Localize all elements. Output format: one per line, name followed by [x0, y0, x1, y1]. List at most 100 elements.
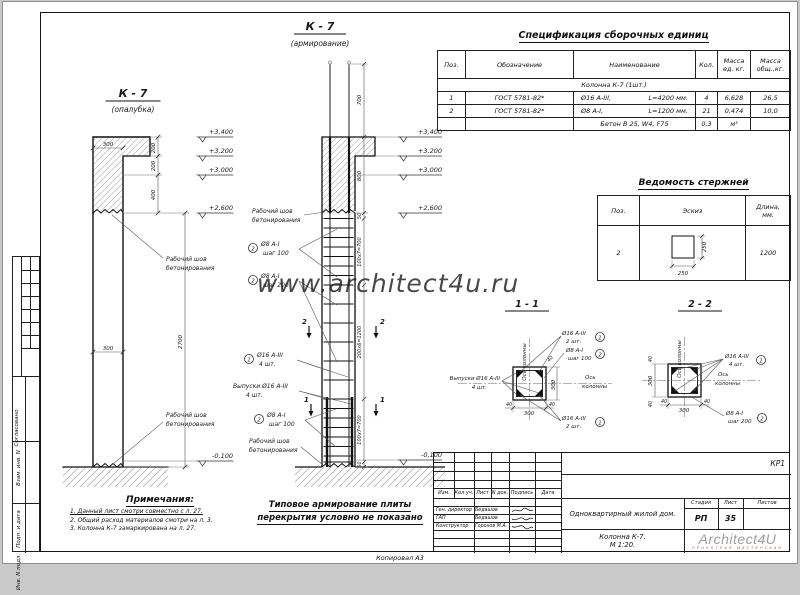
callout-b-num: 2 — [251, 279, 255, 285]
rods-h-sketch: Эскиз — [639, 195, 746, 226]
s22-axis-h2: колонны — [715, 381, 741, 387]
section-2-2: 2 - 2 Ось колонны Ось колонны Ø16 А-III … — [642, 299, 767, 425]
formwork-subtitle: (опалубка) — [112, 105, 155, 114]
s22-c1-num: 1 — [759, 359, 763, 365]
joint-top-label: Рабочий шов — [166, 256, 207, 263]
reinf-joint-top: Рабочий шов — [252, 208, 293, 215]
formwork-title: К - 7 — [119, 87, 148, 100]
signature-gendir — [511, 507, 534, 513]
dim-100x7b: 100х7=700 — [357, 415, 363, 444]
table-row: 2 1200 — [597, 225, 791, 281]
note-item-1: 1. Данный лист смотри совместно с л. 27. — [70, 508, 203, 515]
rev-header-data: Дата — [541, 490, 555, 496]
dim-200a: 200 — [151, 142, 157, 153]
spec-group-row: Колонна К-7 (1шт.) — [437, 78, 791, 92]
s11-d40a: 40 — [506, 402, 512, 408]
s22-c1-l2: 4 шт. — [729, 362, 744, 368]
s22-title: 2 - 2 — [688, 299, 712, 310]
name-gendir: Бедашов Э.М. — [475, 508, 498, 513]
s11-mid-l1: Ø8 А-I — [565, 347, 583, 354]
dim-300-top: 300 — [103, 142, 114, 148]
dim-400: 400 — [151, 189, 157, 200]
reinf-elev-3000: +3,000 — [418, 166, 442, 174]
spec-h-doc: Обозначение — [465, 50, 574, 79]
rods-h-pos: Поз. — [597, 195, 640, 226]
s11-axis-h2: колонны — [582, 384, 608, 390]
name-constructor: Горохов М.А. — [475, 524, 508, 529]
callout-c-l1: Ø16 А-III — [256, 352, 283, 359]
docset-code: КР1 — [770, 459, 785, 468]
s22-d40d: 40 — [704, 399, 710, 405]
elev-3200: +3,200 — [209, 147, 233, 155]
reinf-elev-2600: +2,600 — [418, 204, 442, 212]
callout-a-l2: шаг 100 — [263, 250, 289, 257]
reinforcement-drawing: К - 7 (армирование) — [233, 20, 445, 487]
rod-sketch-cell — [639, 225, 746, 281]
sheet-header: Лист — [723, 500, 738, 506]
table-row: Бетон В 25, W4, F75 0,3 м³ — [437, 117, 791, 131]
s22-c2-num: 2 — [760, 417, 764, 423]
section1-mark-left: 1 — [304, 396, 309, 404]
reinf-title: К - 7 — [306, 20, 335, 33]
drawing-name: Колонна К-7.М 1:20. — [599, 533, 646, 549]
dim-300-shaft: 300 — [103, 346, 114, 352]
s22-axis-v: Ось колонны — [677, 340, 683, 378]
reinf-elev-3400: +3,400 — [418, 128, 442, 136]
reinf-joint-top2: бетонирования — [252, 217, 301, 224]
rev-header-podpis: Подпись — [510, 490, 534, 496]
signature-gap — [511, 517, 534, 521]
section-1-1: 1 - 1 Ось колонны Ось колонны Ø16 А-III … — [450, 299, 612, 430]
dim-800: 800 — [357, 170, 363, 181]
s22-d40a: 40 — [648, 356, 654, 362]
role-gendir: Ген. директор — [436, 508, 472, 513]
logo-text: Architect4U — [698, 530, 777, 547]
spec-table-block: Спецификация сборочных единиц Поз. Обозн… — [437, 30, 791, 131]
s11-top-l1: Ø16 А-III — [561, 330, 586, 337]
spec-group-label: Колонна К-7 (1шт.) — [437, 78, 791, 92]
margin-label-inv: Инв. N подл. — [16, 553, 22, 591]
elev-3000: +3,000 — [209, 166, 233, 174]
reinf-elev-3200: +3,200 — [418, 147, 442, 155]
spec-h-pos: Поз. — [437, 50, 466, 79]
rod-table: Поз. Эскиз Длина,мм. 2 1200 — [597, 195, 791, 281]
margin-label-vzam: Взам. инв. N — [16, 450, 22, 486]
sheets-total — [743, 508, 791, 529]
s22-axis-h1: Ось — [718, 372, 729, 378]
s11-axis-h1: Ось — [585, 375, 596, 381]
s22-d300w: 300 — [679, 408, 690, 414]
project-name: Одноквартирный жилой дом. — [569, 509, 676, 518]
s11-d40b: 40 — [549, 402, 555, 408]
logo-subtext: ПРОЕКТНАЯ МАСТЕРСКАЯ — [691, 545, 784, 550]
s11-mid-num: 2 — [598, 353, 602, 359]
s22-c2-l2: шаг 200 — [728, 419, 752, 425]
margin-strip — [12, 256, 40, 553]
spec-h-qty: Кол. — [695, 50, 718, 79]
dim-700: 700 — [357, 94, 363, 105]
title-block: Изм. Кол.уч. Лист N док. Подпись Дата Ге… — [433, 452, 791, 553]
callout-c-num: 1 — [247, 358, 251, 364]
spec-table: Поз. Обозначение Наименование Кол. Масса… — [437, 50, 791, 131]
reinf-elev-m0100: -0,100 — [421, 451, 442, 459]
typical-note-line1: Типовое армирование плиты — [268, 500, 412, 512]
s11-mid-l2: шаг 100 — [568, 356, 592, 362]
callout-d-l1: Ø8 А-I — [266, 412, 286, 419]
s11-title: 1 - 1 — [515, 299, 539, 310]
notes-title: Примечания: — [126, 495, 194, 507]
s22-c1-l1: Ø16 А-III — [724, 353, 749, 360]
sheet-frame — [40, 12, 790, 552]
note-item-3: 3. Колонна К-7 замаркирована на л. 27. — [70, 525, 196, 532]
rev-header-list: Лист — [476, 490, 489, 496]
callout-b-l2: шаг 200 — [263, 282, 289, 289]
dim-50a: 50 — [357, 213, 363, 219]
stage-value: РП — [694, 514, 708, 523]
copy-note: Копировал А3 — [376, 554, 424, 562]
company-logo: Architect4U ПРОЕКТНАЯ МАСТЕРСКАЯ — [684, 529, 791, 553]
note-item-2: 2. Общий расход материалов смотри на л. … — [70, 516, 213, 524]
elev-m0100: -0,100 — [212, 452, 233, 460]
elev-3400: +3,400 — [209, 128, 233, 136]
dim-50b: 50 — [357, 461, 363, 467]
signature-constructor — [511, 525, 534, 530]
reinf-joint-bot2: бетонирования — [249, 447, 298, 454]
